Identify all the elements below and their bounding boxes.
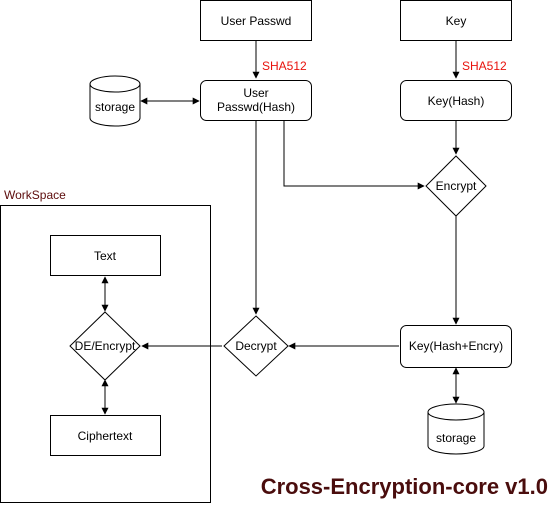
sha512-label-right: SHA512 bbox=[462, 59, 507, 73]
decrypt-text: Decrypt bbox=[235, 339, 277, 353]
storage-bottom-text: storage bbox=[436, 431, 476, 445]
user-passwd-text: User Passwd bbox=[221, 14, 292, 28]
key-hash-box bbox=[400, 80, 512, 121]
de-encrypt-decision bbox=[69, 311, 141, 381]
diagram-title: Cross-Encryption-core v1.0 bbox=[261, 474, 548, 499]
decrypt-decision bbox=[223, 315, 289, 377]
storage-database-icon bbox=[89, 75, 141, 127]
storage-top-text: storage bbox=[95, 100, 135, 114]
text-label: Text bbox=[94, 249, 117, 263]
encrypt-text: Encrypt bbox=[436, 179, 477, 193]
user-passwd-hash-text-line2: Passwd(Hash) bbox=[217, 100, 295, 114]
workspace-frame bbox=[0, 205, 211, 503]
ciphertext-text: Ciphertext bbox=[78, 429, 133, 443]
key-hash-encry-box bbox=[400, 325, 512, 368]
workspace-label: WorkSpace bbox=[4, 188, 66, 202]
key-hash-encry-text: Key(Hash+Encry) bbox=[409, 339, 503, 353]
user-passwd-hash-box bbox=[200, 80, 312, 121]
de-encrypt-text: DE/Encrypt bbox=[75, 339, 136, 353]
sha512-label-left: SHA512 bbox=[262, 59, 307, 73]
user-passwd-hash-text-line1: User bbox=[243, 86, 268, 100]
edge-userhash-to-encrypt bbox=[283, 121, 425, 190]
key-box bbox=[400, 0, 512, 41]
key-text: Key bbox=[446, 14, 467, 28]
storage-database-icon-bottom bbox=[427, 403, 485, 455]
text-box bbox=[50, 235, 161, 276]
ciphertext-box bbox=[50, 415, 161, 456]
encrypt-decision bbox=[425, 155, 487, 217]
key-hash-text: Key(Hash) bbox=[428, 94, 485, 108]
user-passwd-box bbox=[200, 0, 312, 41]
